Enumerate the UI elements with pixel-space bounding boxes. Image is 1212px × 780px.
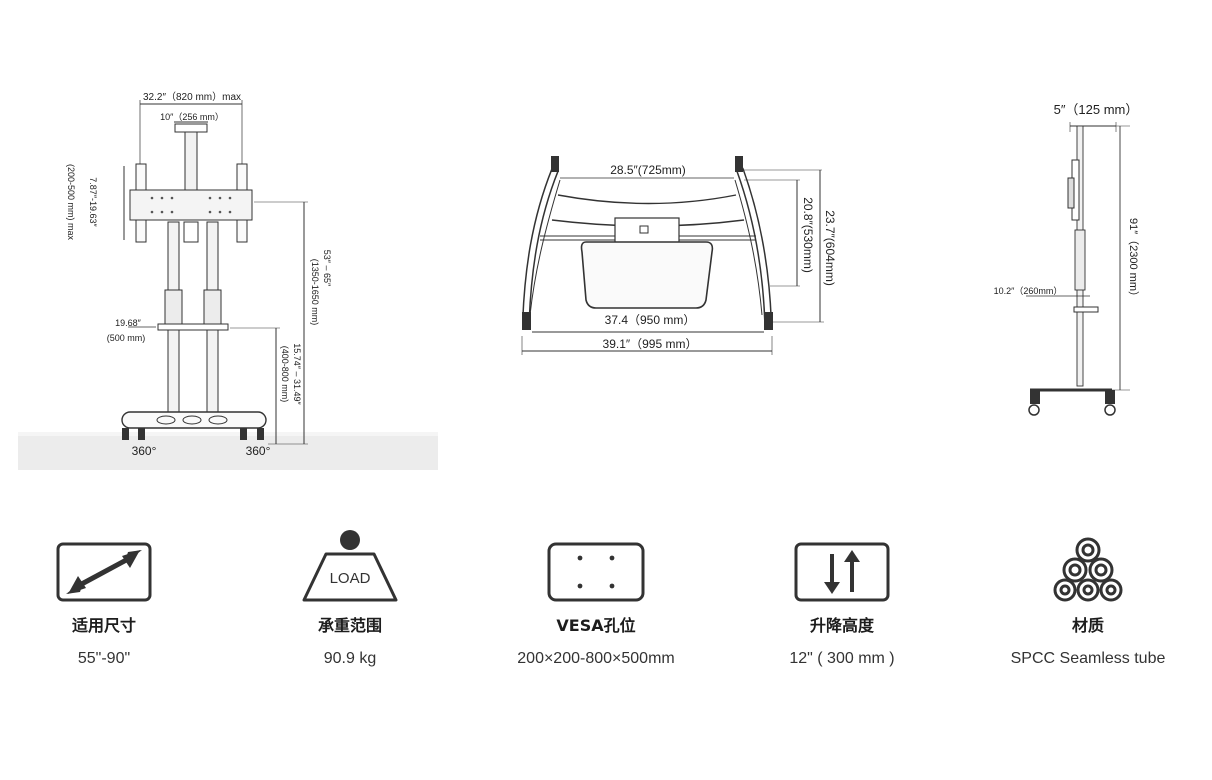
shelf-height-label: 15.74″ – 31.49″ bbox=[292, 343, 302, 405]
shelf-depth-label: 10.2″（260mm） bbox=[994, 286, 1063, 296]
total-height-label: 91″（2300 mm） bbox=[1127, 218, 1140, 302]
inner-width-label: 28.5″(725mm) bbox=[610, 163, 686, 177]
top-depth-label: 5″（125 mm） bbox=[1054, 102, 1139, 117]
vesa-height-label: 7.87″-19.63″ bbox=[88, 177, 98, 227]
load-icon-text: LOAD bbox=[330, 570, 371, 587]
feature-load-value: 90.9 kg bbox=[323, 650, 377, 667]
feature-lift-title: 升降高度 bbox=[809, 616, 874, 635]
size-arrow-icon bbox=[56, 542, 152, 602]
feature-vesa-value: 200×200-800×500mm bbox=[517, 650, 675, 667]
shelf-width-label: 19.68″ bbox=[115, 318, 142, 328]
depth-outer-label: 23.7″(604mm) bbox=[823, 210, 837, 286]
load-weight-icon: LOAD bbox=[302, 530, 398, 602]
feature-size-value: 55"-90" bbox=[77, 650, 131, 667]
vesa-holes-icon bbox=[547, 542, 645, 602]
feature-load-title: 承重范围 bbox=[317, 616, 382, 635]
top-view-diagram: 28.5″(725mm) 20.8″(530mm) 23.7″(604mm) 3… bbox=[500, 140, 860, 370]
vesa-height-mm-label: (200-500 mm) max bbox=[66, 164, 76, 241]
feature-vesa: VESA孔位 200×200-800×500mm bbox=[486, 532, 706, 668]
floor bbox=[18, 432, 438, 470]
lift-arrows-icon bbox=[794, 542, 890, 602]
feature-vesa-title: VESA孔位 bbox=[556, 616, 636, 635]
material-coils-icon bbox=[1053, 537, 1123, 602]
feature-material-title: 材质 bbox=[1071, 616, 1104, 635]
width-max-label: 32.2″（820 mm）max bbox=[143, 91, 241, 103]
side-view-diagram: 5″（125 mm） 10.2″（260mm） 91″（2300 mm） bbox=[990, 90, 1190, 430]
feature-lift: 升降高度 12" ( 300 mm ) bbox=[732, 532, 952, 668]
bracket-width-label: 10″（256 mm） bbox=[160, 112, 224, 122]
feature-size: 适用尺寸 55"-90" bbox=[0, 532, 214, 668]
feature-size-title: 适用尺寸 bbox=[71, 616, 136, 635]
base-inner-label: 37.4（950 mm） bbox=[605, 313, 696, 327]
overall-height-mm-label: (1350-1650 mm) bbox=[310, 259, 320, 326]
shelf-width-mm-label: (500 mm) bbox=[107, 333, 146, 343]
feature-material: 材质 SPCC Seamless tube bbox=[978, 532, 1198, 668]
overall-height-label: 53″ – 65″ bbox=[322, 250, 332, 287]
feature-material-value: SPCC Seamless tube bbox=[1010, 650, 1166, 667]
rotation-right-label: 360° bbox=[246, 444, 271, 458]
rotation-left-label: 360° bbox=[132, 444, 157, 458]
base-outer-label: 39.1″（995 mm） bbox=[603, 337, 698, 351]
depth-inner-label: 20.8″(530mm) bbox=[801, 197, 815, 273]
feature-load: LOAD 承重范围 90.9 kg bbox=[240, 530, 460, 668]
shelf-height-mm-label: (400-800 mm) bbox=[280, 346, 290, 403]
front-view-diagram: 32.2″（820 mm）max 10″（256 mm） 7.87″-19.63… bbox=[0, 0, 440, 480]
feature-lift-value: 12" ( 300 mm ) bbox=[789, 650, 895, 667]
